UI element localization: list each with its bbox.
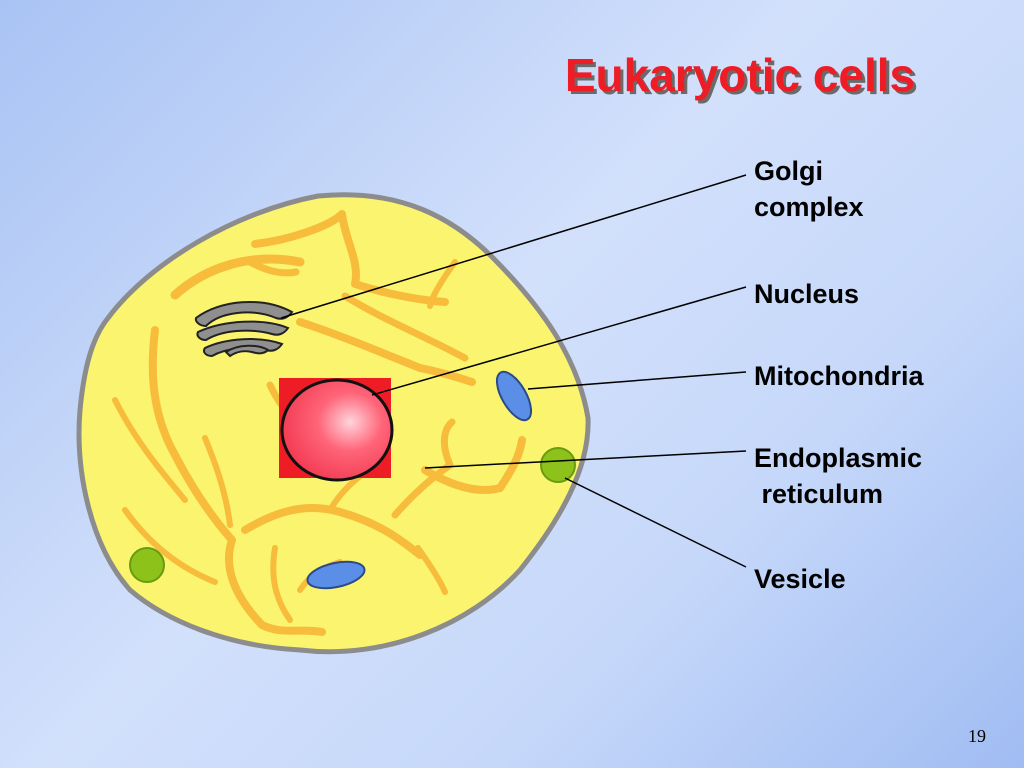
- nucleus: [280, 378, 394, 482]
- mitochondrion: [495, 370, 533, 422]
- leader-lines: [280, 174, 747, 568]
- mitochondria-leader-line: [527, 371, 747, 390]
- nucleus-leader-line: [371, 286, 747, 396]
- vesicle: [129, 547, 165, 583]
- label-mitochondria: Mitochondria: [754, 361, 924, 391]
- er-leader-line: [424, 450, 747, 469]
- label-endoplasmic-reticulum: Endoplasmic reticulum: [754, 443, 923, 509]
- mitochondrion: [306, 560, 366, 590]
- slide-title: Eukaryotic cells: [564, 49, 916, 101]
- vesicle: [540, 447, 576, 483]
- page-number: 19: [968, 726, 986, 746]
- label-vesicle: Vesicle: [754, 564, 846, 594]
- vesicle-leader-line: [564, 477, 747, 568]
- golgi-complex: [194, 301, 294, 358]
- golgi-leader-line: [280, 174, 747, 319]
- label-golgi-complex: Golgi complex: [754, 156, 864, 222]
- label-nucleus: Nucleus: [754, 279, 860, 309]
